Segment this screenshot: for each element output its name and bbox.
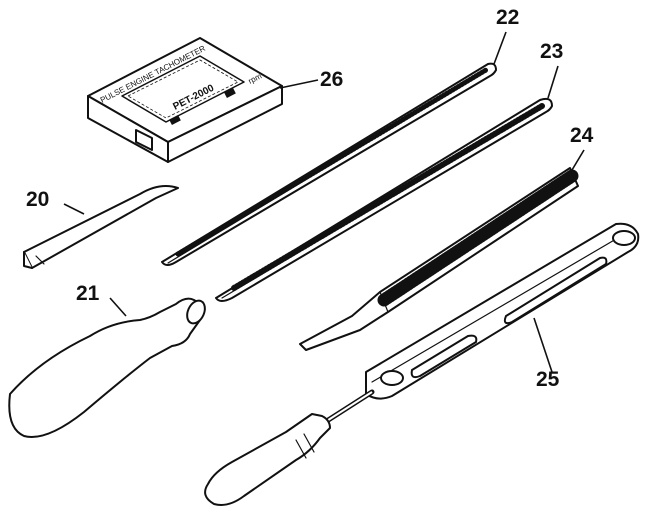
callout-23: 23 — [540, 40, 563, 63]
file-thin — [161, 62, 497, 266]
filing-guide — [204, 222, 640, 506]
callout-26: 26 — [320, 68, 343, 91]
file-round — [215, 97, 553, 302]
callout-24: 24 — [570, 124, 594, 147]
leader-21 — [109, 297, 127, 317]
leader-25 — [533, 317, 553, 373]
leader-26 — [279, 79, 319, 89]
tachometer: PULSE ENGINE TACHOMETER PET-2000 rpm — [87, 37, 283, 163]
callout-22: 22 — [496, 6, 519, 29]
file-flat — [299, 167, 579, 351]
callout-25: 25 — [536, 368, 560, 391]
leader-23 — [547, 65, 559, 99]
callout-21: 21 — [76, 282, 100, 305]
leader-22 — [493, 31, 507, 65]
leader-20 — [63, 203, 85, 215]
leader-24 — [571, 149, 585, 171]
callout-20: 20 — [26, 188, 49, 211]
depth-gauge — [23, 185, 179, 269]
file-handle — [8, 297, 206, 438]
